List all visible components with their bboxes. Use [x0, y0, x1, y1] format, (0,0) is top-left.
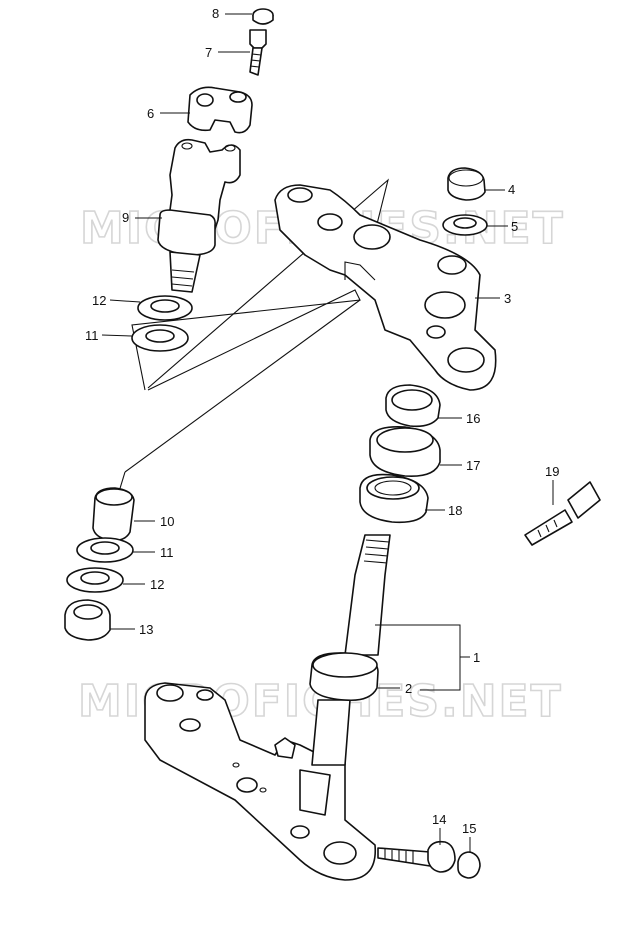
- callout-2: 2: [405, 681, 412, 696]
- callout-labels: 8 7 6 9 12 11 4 5 3 16 17 18 19 10 11 12…: [85, 6, 559, 836]
- callout-16: 16: [466, 411, 480, 426]
- callout-11-upper: 11: [85, 328, 99, 343]
- part-12-washer-lower: [66, 567, 124, 593]
- callout-13: 13: [139, 622, 153, 637]
- part-9-handlebar-holder: [157, 138, 241, 293]
- part-10-spacer: [92, 487, 135, 542]
- part-17-bearing-race: [369, 425, 441, 478]
- callout-7: 7: [205, 45, 212, 60]
- part-13-nut: [64, 599, 111, 641]
- part-5-washer: [442, 214, 488, 236]
- explode-lines: [117, 178, 389, 496]
- part-14-bolt: [377, 840, 456, 873]
- callout-10: 10: [160, 514, 174, 529]
- part-15-nut: [457, 851, 481, 879]
- part-12-washer-upper: [137, 295, 193, 321]
- part-18-bearing: [359, 473, 429, 524]
- callout-12-lower: 12: [150, 577, 164, 592]
- callout-19: 19: [545, 464, 559, 479]
- callout-17: 17: [466, 458, 480, 473]
- callout-4: 4: [508, 182, 515, 197]
- callout-6: 6: [147, 106, 154, 121]
- part-2-dust-seal: [309, 652, 379, 702]
- callout-5: 5: [511, 219, 518, 234]
- part-11-washer-lower: [76, 537, 134, 563]
- part-8-cap: [252, 8, 274, 25]
- callout-14: 14: [432, 812, 446, 827]
- callout-18: 18: [448, 503, 462, 518]
- callout-3: 3: [504, 291, 511, 306]
- callout-15: 15: [462, 821, 476, 836]
- callout-12-upper: 12: [92, 293, 106, 308]
- leader-lines: [101, 13, 554, 853]
- callout-11-lower: 11: [160, 545, 174, 560]
- part-11-washer-upper: [131, 324, 189, 352]
- callout-1: 1: [473, 650, 480, 665]
- part-19-key: [524, 481, 601, 546]
- part-3-upper-bracket: [274, 184, 497, 391]
- callout-9: 9: [122, 210, 129, 225]
- part-7-bolt: [249, 29, 267, 76]
- part-16-locknut: [385, 384, 441, 428]
- part-6-clamp-top: [187, 86, 253, 134]
- callout-8: 8: [212, 6, 219, 21]
- part-4-nut: [447, 167, 486, 201]
